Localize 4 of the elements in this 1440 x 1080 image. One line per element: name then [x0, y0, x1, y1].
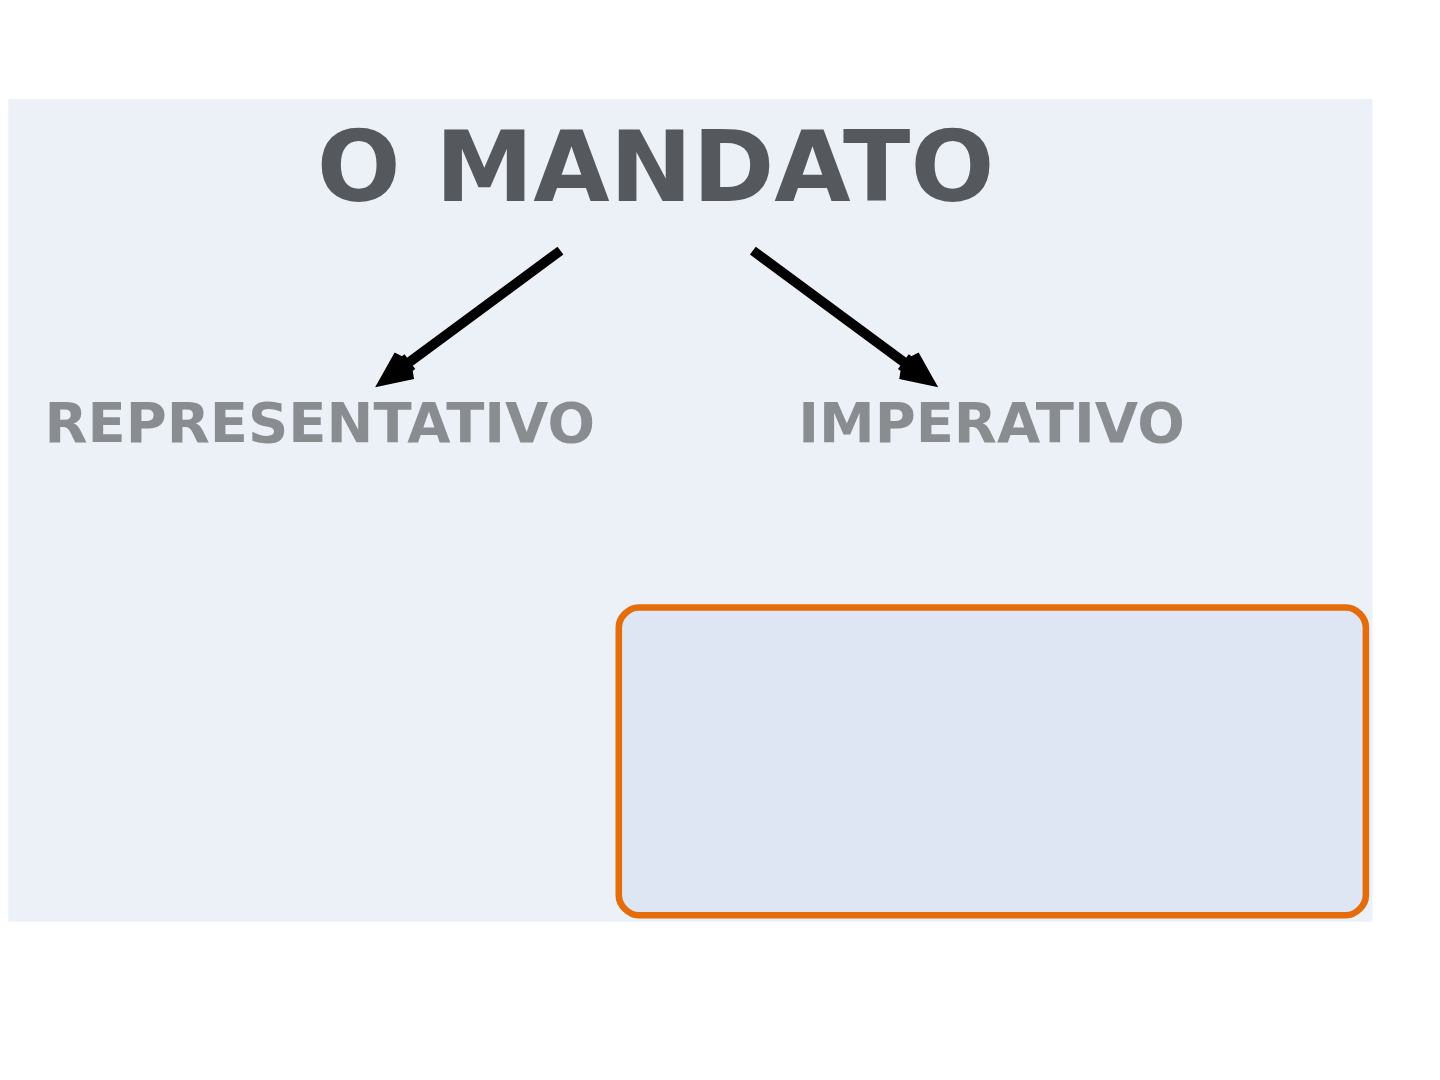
node-text: REPRESENTATIVO	[44, 389, 595, 455]
node-scroll	[615, 604, 1370, 919]
node-text: IMPERATIVO	[798, 389, 1185, 455]
node-text: O MANDATO	[316, 109, 995, 225]
